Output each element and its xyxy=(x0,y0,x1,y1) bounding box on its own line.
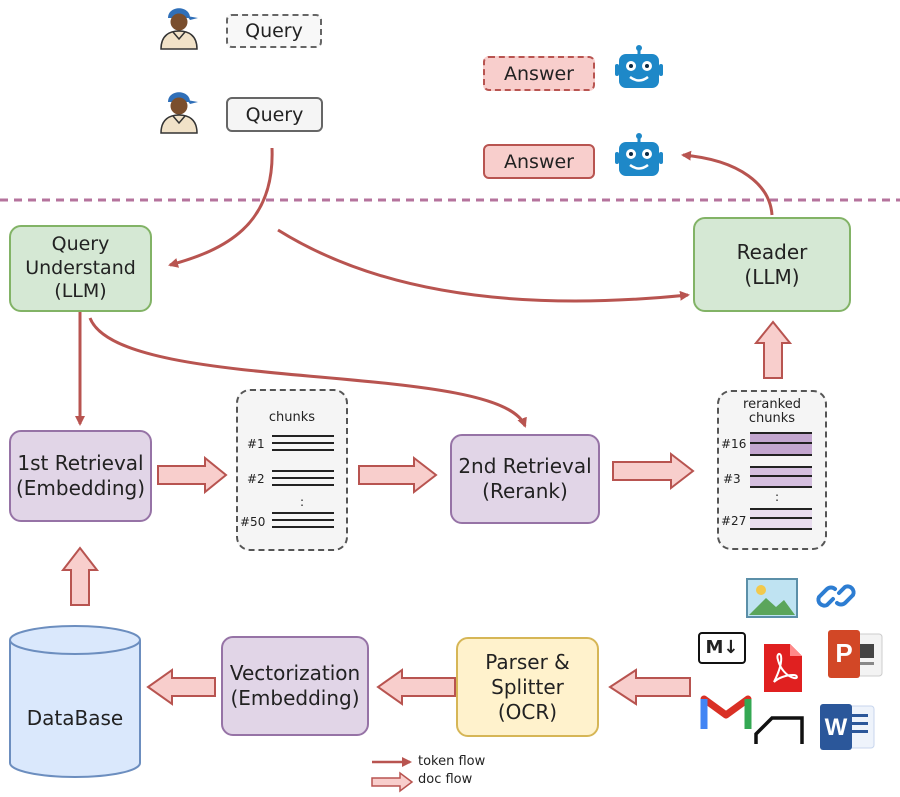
reranked-rank-label: #27 xyxy=(721,514,747,528)
legend-token-flow-label: token flow xyxy=(418,754,486,769)
doc-arrow-docs-to-parser xyxy=(608,668,691,706)
doc-arrow-first-to-chunks xyxy=(157,455,228,495)
reranked-chunks-panel: reranked chunks #16 #3 : #27 xyxy=(717,390,827,550)
user-avatar xyxy=(157,86,201,134)
second-retrieval-node: 2nd Retrieval (Rerank) xyxy=(450,434,600,524)
svg-text:P: P xyxy=(835,638,852,668)
answer-tag: Answer xyxy=(483,144,595,179)
legend-doc-flow-label: doc flow xyxy=(418,772,473,787)
reranked-lines xyxy=(750,432,812,456)
chunks-title: chunks xyxy=(268,410,316,425)
query-understand-node: Query Understand (LLM) xyxy=(9,225,152,312)
chunk-rank-label: #2 xyxy=(247,472,265,486)
doc-arrow-parser-to-vector xyxy=(376,668,456,706)
database-cylinder xyxy=(9,625,141,778)
chunk-rank-label: #50 xyxy=(240,515,266,529)
chunk-lines xyxy=(272,512,334,528)
reranked-rank-label: #3 xyxy=(723,472,741,486)
arrow-query-to-reader xyxy=(277,228,690,303)
doc-arrow-database-to-first xyxy=(60,546,100,606)
chunk-rank-label: #1 xyxy=(247,437,265,451)
chunks-panel: chunks #1 #2 : #50 xyxy=(236,389,348,551)
doc-arrow-vector-to-database xyxy=(146,668,216,706)
doc-arrow-second-to-reranked xyxy=(612,451,695,491)
database-label: DataBase xyxy=(26,706,124,730)
query-tag-dashed: Query xyxy=(226,14,322,48)
chunk-lines xyxy=(272,435,334,451)
doc-arrow-chunks-to-second xyxy=(358,455,438,495)
chunk-ellipsis: : xyxy=(300,495,305,509)
parser-splitter-node: Parser & Splitter (OCR) xyxy=(456,637,599,737)
robot-icon-dashed xyxy=(614,44,664,94)
gmail-icon xyxy=(700,691,752,731)
svg-text:W: W xyxy=(825,714,848,741)
first-retrieval-node: 1st Retrieval (Embedding) xyxy=(9,430,152,522)
markdown-icon: M↓ xyxy=(698,632,746,664)
query-tag: Query xyxy=(226,97,323,132)
reader-node: Reader (LLM) xyxy=(693,217,851,312)
doc-arrow-reranked-to-reader xyxy=(753,320,793,379)
powerpoint-icon: P xyxy=(826,626,884,682)
reranked-rank-label: #16 xyxy=(721,437,747,451)
reranked-lines xyxy=(750,508,812,530)
word-icon: W xyxy=(818,700,878,752)
answer-tag-dashed: Answer xyxy=(483,56,595,91)
vectorization-node: Vectorization (Embedding) xyxy=(221,636,369,736)
arrow-query-to-understand xyxy=(168,147,274,268)
chunk-lines xyxy=(272,470,334,486)
reranked-chunks-title: reranked chunks xyxy=(743,397,801,427)
arrow-understand-to-second-retrieval xyxy=(88,317,527,428)
notion-icon xyxy=(752,714,804,744)
arrow-reader-to-answer xyxy=(681,150,774,216)
user-avatar-dashed xyxy=(157,2,201,50)
image-icon xyxy=(746,578,798,618)
reranked-lines xyxy=(750,466,812,488)
legend-doc-arrow xyxy=(371,771,414,793)
robot-icon xyxy=(614,132,664,182)
reranked-ellipsis: : xyxy=(775,490,780,504)
pdf-icon xyxy=(762,642,804,694)
link-icon xyxy=(815,575,857,617)
